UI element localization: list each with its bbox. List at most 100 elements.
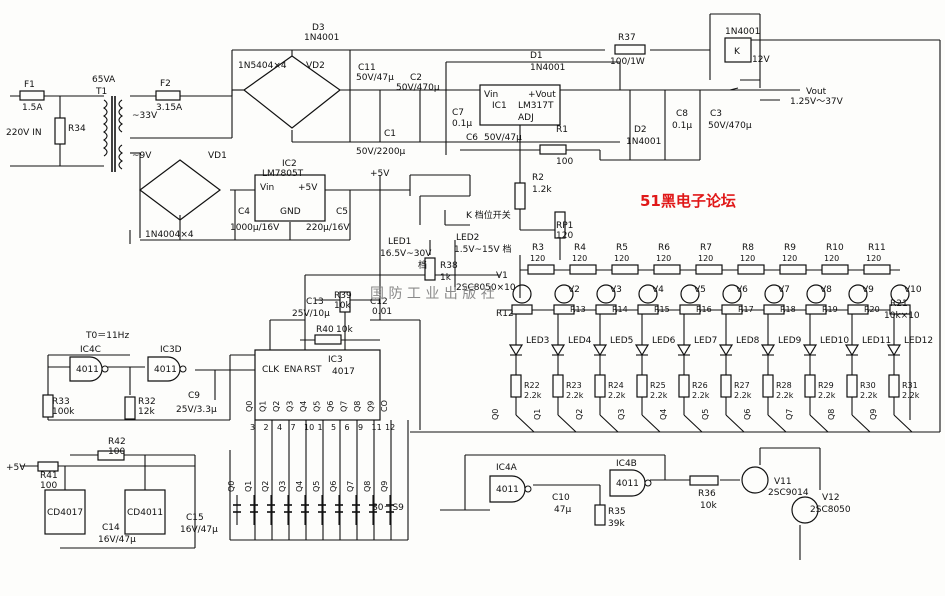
label-plus5v-2: +5V [6, 463, 26, 473]
label-c5: C5 [336, 207, 348, 217]
led-led6 [634, 344, 650, 357]
label-led3: LED3 [526, 336, 549, 346]
label-c15: C15 [186, 513, 204, 523]
label-c11-val: 50V/47μ [356, 73, 394, 83]
label-ic3-pinnum-2: 4 [277, 423, 282, 432]
ic2-lm7805 [254, 174, 326, 222]
label-chain-val: 120 [530, 254, 545, 263]
label-chain-val: 120 [572, 254, 587, 263]
label-c11: C11 [358, 63, 376, 73]
label-chain-val: 120 [866, 254, 881, 263]
label-q-line: Q4 [659, 409, 668, 420]
label-ic3-pinnum-8: 9 [358, 423, 363, 432]
label-c7: C7 [452, 108, 464, 118]
label-ic2-out: +5V [298, 183, 318, 193]
label-switch-4: Q4 [295, 481, 304, 492]
label-ic2-gnd: GND [280, 207, 301, 217]
resistor-r7 [695, 264, 723, 275]
wire-q-bus [599, 414, 619, 433]
label-ic3-pinnum-4: 10 [304, 423, 314, 432]
label-led9: LED9 [778, 336, 802, 346]
label-r3: R3 [532, 243, 544, 253]
label-ic3-pin-10: CO [380, 400, 389, 412]
label-c2-val: 50V/470μ [396, 83, 440, 93]
label-r26: R26 [692, 381, 708, 390]
label-ic3-pin-3: Q3 [286, 401, 295, 412]
label-r5: R5 [616, 243, 628, 253]
label-chain-val: 120 [740, 254, 755, 263]
label-relay: K [734, 47, 741, 57]
label-ic3-pinnum-1: 2 [264, 423, 269, 432]
label-r33: R33 [52, 397, 70, 407]
label-ic4a-4011: 4011 [496, 485, 519, 495]
transistor-v2 [554, 284, 574, 304]
label-led-res-val: 2.2k [566, 391, 584, 400]
transistor-v10 [890, 284, 910, 304]
label-relay-v: 12V [752, 55, 770, 65]
label-r2-val: 1.2k [532, 185, 552, 195]
pot-rp1 [554, 211, 566, 239]
label-d2-val: 1N4001 [626, 137, 661, 147]
wire-q-bus [809, 414, 829, 433]
label-r32: R32 [138, 397, 156, 407]
label-r37-val: 100/1W [610, 57, 645, 67]
label-ic3-pin-8: Q8 [353, 401, 362, 412]
label-q-line: Q7 [785, 409, 794, 420]
wire-q-bus [851, 414, 871, 433]
label-ic3-pin-7: Q7 [340, 401, 349, 412]
led-led7 [676, 344, 692, 357]
transistor-v4 [638, 284, 658, 304]
resistor-r39 [339, 291, 351, 313]
label-v2: V2 [568, 285, 580, 295]
label-ic2-part: LM7805T [262, 169, 304, 179]
resistor-r5 [611, 264, 639, 275]
label-chain-val: 120 [698, 254, 713, 263]
led-led9 [760, 344, 776, 357]
label-r21: R21 [890, 299, 908, 309]
cd4017-box [44, 489, 86, 535]
label-r18: R18 [780, 305, 796, 314]
label-v1: V1 [496, 271, 508, 281]
label-ic4b: IC4B [616, 459, 637, 469]
label-t0: T0＝11Hz [85, 331, 129, 341]
label-led-res-val: 2.2k [692, 391, 710, 400]
label-r36: R36 [698, 489, 716, 499]
label-c13: C13 [306, 297, 324, 307]
label-bridge1-type: 1N5404×4 [238, 61, 287, 71]
label-d1-val: 1N4001 [530, 63, 565, 73]
label-c7-val: 0.1μ [452, 119, 472, 129]
label-v8: V8 [820, 285, 832, 295]
label-led12: LED12 [904, 336, 933, 346]
label-r41-val: 100 [40, 481, 57, 491]
label-r40-val: 10k [336, 325, 353, 335]
label-r33-val: 100k [52, 407, 75, 417]
label-led11: LED11 [862, 336, 891, 346]
label-cd4017: CD4017 [47, 508, 83, 518]
resistor-r23 [552, 374, 564, 398]
label-c1-val: 50V/2200μ [356, 147, 406, 157]
label-r38: R38 [440, 261, 458, 271]
label-r39: R39 [334, 291, 352, 301]
label-c2: C2 [410, 73, 422, 83]
label-v1-part: 2SC8050×10 [456, 283, 516, 293]
transistor-led-ladder: R3120LED3R222.2kQ0R4120V2R13LED4R232.2kQ… [491, 243, 933, 433]
label-v4: V4 [652, 285, 664, 295]
label-r15: R15 [654, 305, 670, 314]
label-c8-val: 0.1μ [672, 121, 692, 131]
forum-watermark: 51黑电子论坛 [640, 192, 736, 210]
wire-q-bus [725, 414, 745, 433]
label-led1: LED1 [388, 237, 411, 247]
fuse-f1 [19, 90, 45, 101]
label-sec1: ~33V [132, 111, 158, 121]
led-led5 [592, 344, 608, 357]
resistor-r22 [510, 374, 522, 398]
label-ac-in: 220V IN [6, 128, 42, 138]
label-r13: R13 [570, 305, 586, 314]
label-d3: D3 [312, 23, 325, 33]
label-ic3-pinnum-3: 7 [291, 423, 296, 432]
resistor-r3 [527, 264, 555, 275]
resistor-r29 [804, 374, 816, 398]
label-vout: Vout [806, 87, 827, 97]
label-v12: V12 [822, 493, 840, 503]
